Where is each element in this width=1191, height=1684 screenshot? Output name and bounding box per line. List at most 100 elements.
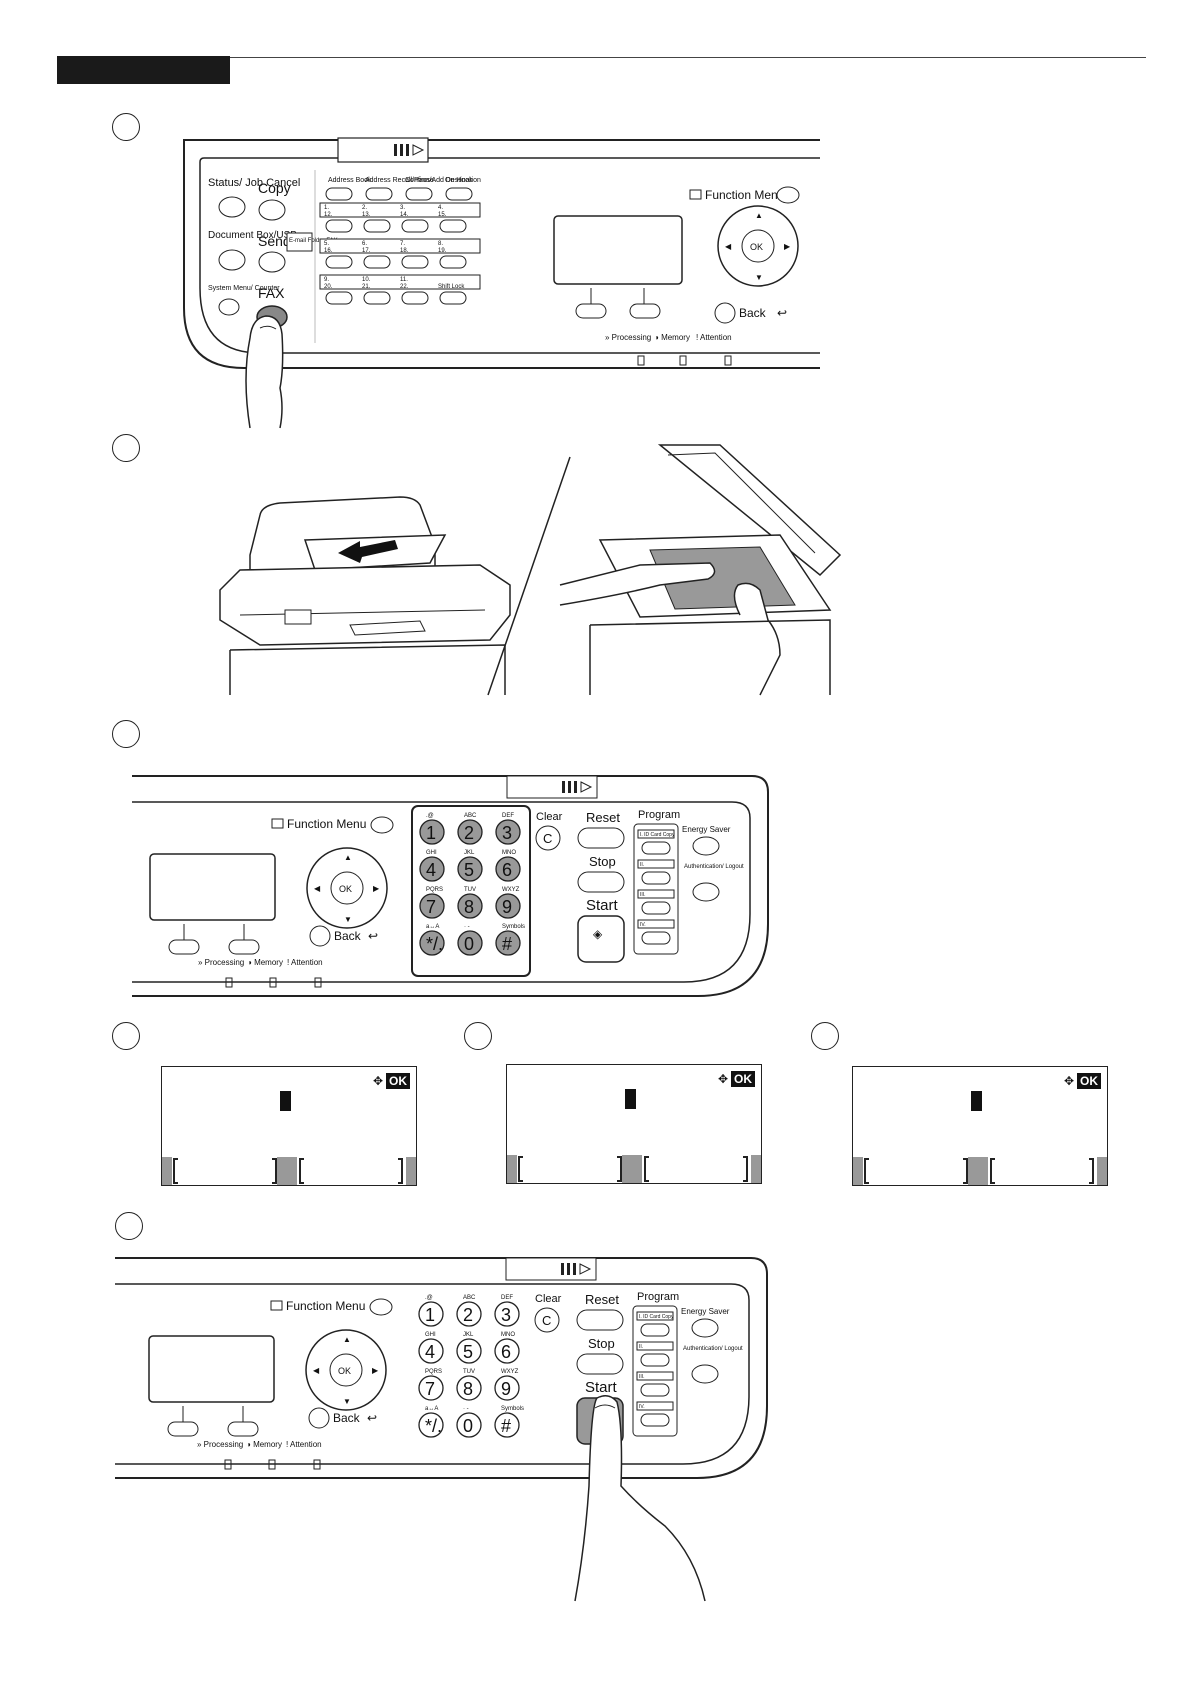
keypad-key-7[interactable] [418,1375,444,1401]
copy-key[interactable] [258,199,286,221]
ok-key[interactable] [741,229,775,263]
right-soft-key[interactable] [629,303,661,319]
processing-label: » Processing [198,958,244,967]
back-key[interactable] [714,302,736,324]
onetouch-number: 19. [438,248,447,254]
back-key[interactable] [308,1407,330,1429]
nav-right-icon: ▶ [372,1366,379,1375]
nav-down-icon: ▼ [344,915,352,924]
keypad-key-6[interactable] [495,856,521,882]
keypad-key-7[interactable] [419,893,445,919]
memory-led [679,355,687,366]
keypad-sub-label: TUV [463,1369,475,1375]
program-key-2[interactable] [641,871,671,885]
panel-slot-icon [562,781,593,793]
onetouch-key[interactable] [325,291,353,305]
keypad-digit: 9 [501,1379,511,1399]
stop-key[interactable] [577,871,625,893]
keypad-key-1[interactable] [419,819,445,845]
keypad-key-8[interactable] [457,893,483,919]
program-key-4[interactable] [640,1413,670,1427]
keypad-key-12[interactable] [494,1412,520,1438]
onetouch-key[interactable] [363,255,391,269]
processing-led [637,355,645,366]
program-key-3[interactable] [641,901,671,915]
onetouch-key[interactable] [439,255,467,269]
status-key[interactable] [218,196,246,218]
keypad-key-2[interactable] [457,819,483,845]
system-menu-key[interactable] [218,298,240,316]
onetouch-key[interactable] [439,291,467,305]
program-key-1[interactable] [641,841,671,855]
on-hook-key[interactable] [445,187,473,201]
onetouch-key[interactable] [325,219,353,233]
attention-label: ! Attention [696,333,732,342]
keypad-digit: 1 [425,1305,435,1325]
back-arrow-icon: ↩ [368,929,378,943]
reset-key[interactable] [577,827,625,849]
document-box-key[interactable] [218,249,246,271]
program-key-2[interactable] [640,1353,670,1367]
program-key-1[interactable] [640,1323,670,1337]
numeric-keypad[interactable]: .@1ABC2DEF3GHI4JKL5MNO6PQRS7TUV8WXYZ9a↔A… [418,1295,524,1438]
numeric-keypad[interactable]: .@1ABC2DEF3GHI4JKL5MNO6PQRS7TUV8WXYZ9a↔A… [419,813,525,956]
function-menu-key[interactable] [369,1298,393,1316]
keypad-key-8[interactable] [456,1375,482,1401]
address-book-key[interactable] [325,187,353,201]
stop-key[interactable] [576,1353,624,1375]
function-menu-key[interactable] [776,186,800,204]
keypad-key-4[interactable] [418,1338,444,1364]
onetouch-key[interactable] [363,291,391,305]
right-soft-key[interactable] [228,939,260,955]
keypad-key-9[interactable] [495,893,521,919]
auth-logout-key[interactable] [692,882,720,902]
left-soft-key[interactable] [575,303,607,319]
address-recall-key[interactable] [365,187,393,201]
keypad-key-10[interactable] [418,1412,444,1438]
onetouch-key[interactable] [439,219,467,233]
figure-divider [487,456,571,696]
keypad-key-4[interactable] [419,856,445,882]
ok-key[interactable] [329,1353,363,1387]
onetouch-number: 13. [362,212,371,218]
keypad-key-12[interactable] [495,930,521,956]
keypad-digit: 7 [425,1379,435,1399]
send-key[interactable] [258,251,286,273]
keypad-key-2[interactable] [456,1301,482,1327]
keypad-key-3[interactable] [495,819,521,845]
auth-logout-key[interactable] [691,1364,719,1384]
program-key-label: I. ID Card Copy [639,1314,674,1320]
energy-saver-key[interactable] [692,836,720,856]
start-key[interactable] [577,915,625,963]
confirm-add-key[interactable] [405,187,433,201]
keypad-key-10[interactable] [419,930,445,956]
onetouch-number: 6. [362,241,367,247]
onetouch-key[interactable] [363,219,391,233]
keypad-key-3[interactable] [494,1301,520,1327]
left-soft-key[interactable] [168,939,200,955]
keypad-key-11[interactable] [457,930,483,956]
keypad-key-1[interactable] [418,1301,444,1327]
keypad-key-5[interactable] [457,856,483,882]
ok-key[interactable] [330,871,364,905]
attention-label: ! Attention [287,958,323,967]
keypad-key-5[interactable] [456,1338,482,1364]
function-menu-key[interactable] [370,816,394,834]
onetouch-key[interactable] [401,291,429,305]
onetouch-key[interactable] [401,255,429,269]
onetouch-key[interactable] [325,255,353,269]
left-soft-key[interactable] [167,1421,199,1437]
keypad-key-11[interactable] [456,1412,482,1438]
clear-key[interactable] [535,825,561,851]
program-key-4[interactable] [641,931,671,945]
energy-saver-key[interactable] [691,1318,719,1338]
keypad-key-9[interactable] [494,1375,520,1401]
right-soft-key[interactable] [227,1421,259,1437]
onetouch-key[interactable] [401,219,429,233]
keypad-key-6[interactable] [494,1338,520,1364]
reset-key[interactable] [576,1309,624,1331]
program-key-3[interactable] [640,1383,670,1397]
onetouch-number: 16. [324,248,333,254]
clear-key[interactable] [534,1307,560,1333]
back-key[interactable] [309,925,331,947]
